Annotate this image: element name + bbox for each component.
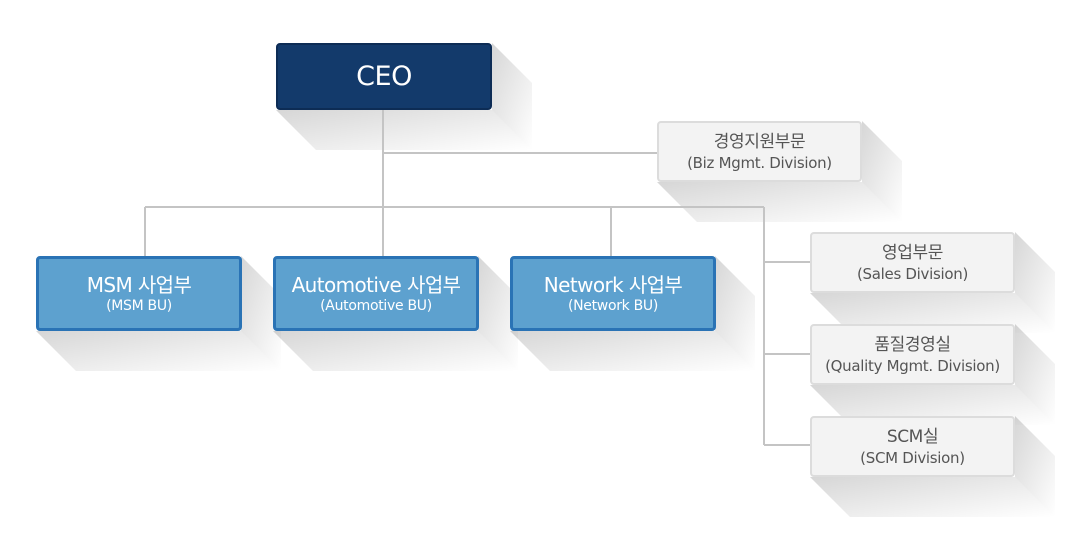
scm-division-box: SCM실 (SCM Division) bbox=[810, 416, 1015, 477]
msm-bu-subtitle: (MSM BU) bbox=[106, 297, 172, 314]
quality-mgmt-division-box: 품질경영실 (Quality Mgmt. Division) bbox=[810, 324, 1015, 385]
scm-division-title: SCM실 bbox=[886, 426, 939, 447]
sales-division-subtitle: (Sales Division) bbox=[856, 264, 969, 283]
msm-bu-title: MSM 사업부 bbox=[86, 272, 192, 297]
network-bu-title: Network 사업부 bbox=[543, 272, 683, 297]
biz-mgmt-division-title: 경영지원부문 bbox=[713, 131, 806, 152]
ceo-title: CEO bbox=[356, 61, 412, 92]
connector-path bbox=[144, 110, 811, 446]
automotive-bu-subtitle: (Automotive BU) bbox=[320, 297, 432, 314]
sales-division-box: 영업부문 (Sales Division) bbox=[810, 232, 1015, 293]
automotive-bu-title: Automotive 사업부 bbox=[291, 272, 461, 297]
network-bu-box: Network 사업부 (Network BU) bbox=[510, 256, 716, 331]
biz-mgmt-division-subtitle: (Biz Mgmt. Division) bbox=[687, 153, 832, 172]
scm-division-subtitle: (SCM Division) bbox=[860, 448, 965, 467]
sales-division-title: 영업부문 bbox=[882, 242, 943, 263]
biz-mgmt-division-box: 경영지원부문 (Biz Mgmt. Division) bbox=[657, 121, 862, 182]
msm-bu-box: MSM 사업부 (MSM BU) bbox=[36, 256, 242, 331]
automotive-bu-box: Automotive 사업부 (Automotive BU) bbox=[273, 256, 479, 331]
node-shadows bbox=[36, 43, 1055, 517]
quality-mgmt-division-subtitle: (Quality Mgmt. Division) bbox=[825, 356, 1000, 375]
quality-mgmt-division-title: 품질경영실 bbox=[874, 334, 951, 355]
network-bu-subtitle: (Network BU) bbox=[567, 297, 659, 314]
ceo-box: CEO bbox=[276, 43, 492, 110]
